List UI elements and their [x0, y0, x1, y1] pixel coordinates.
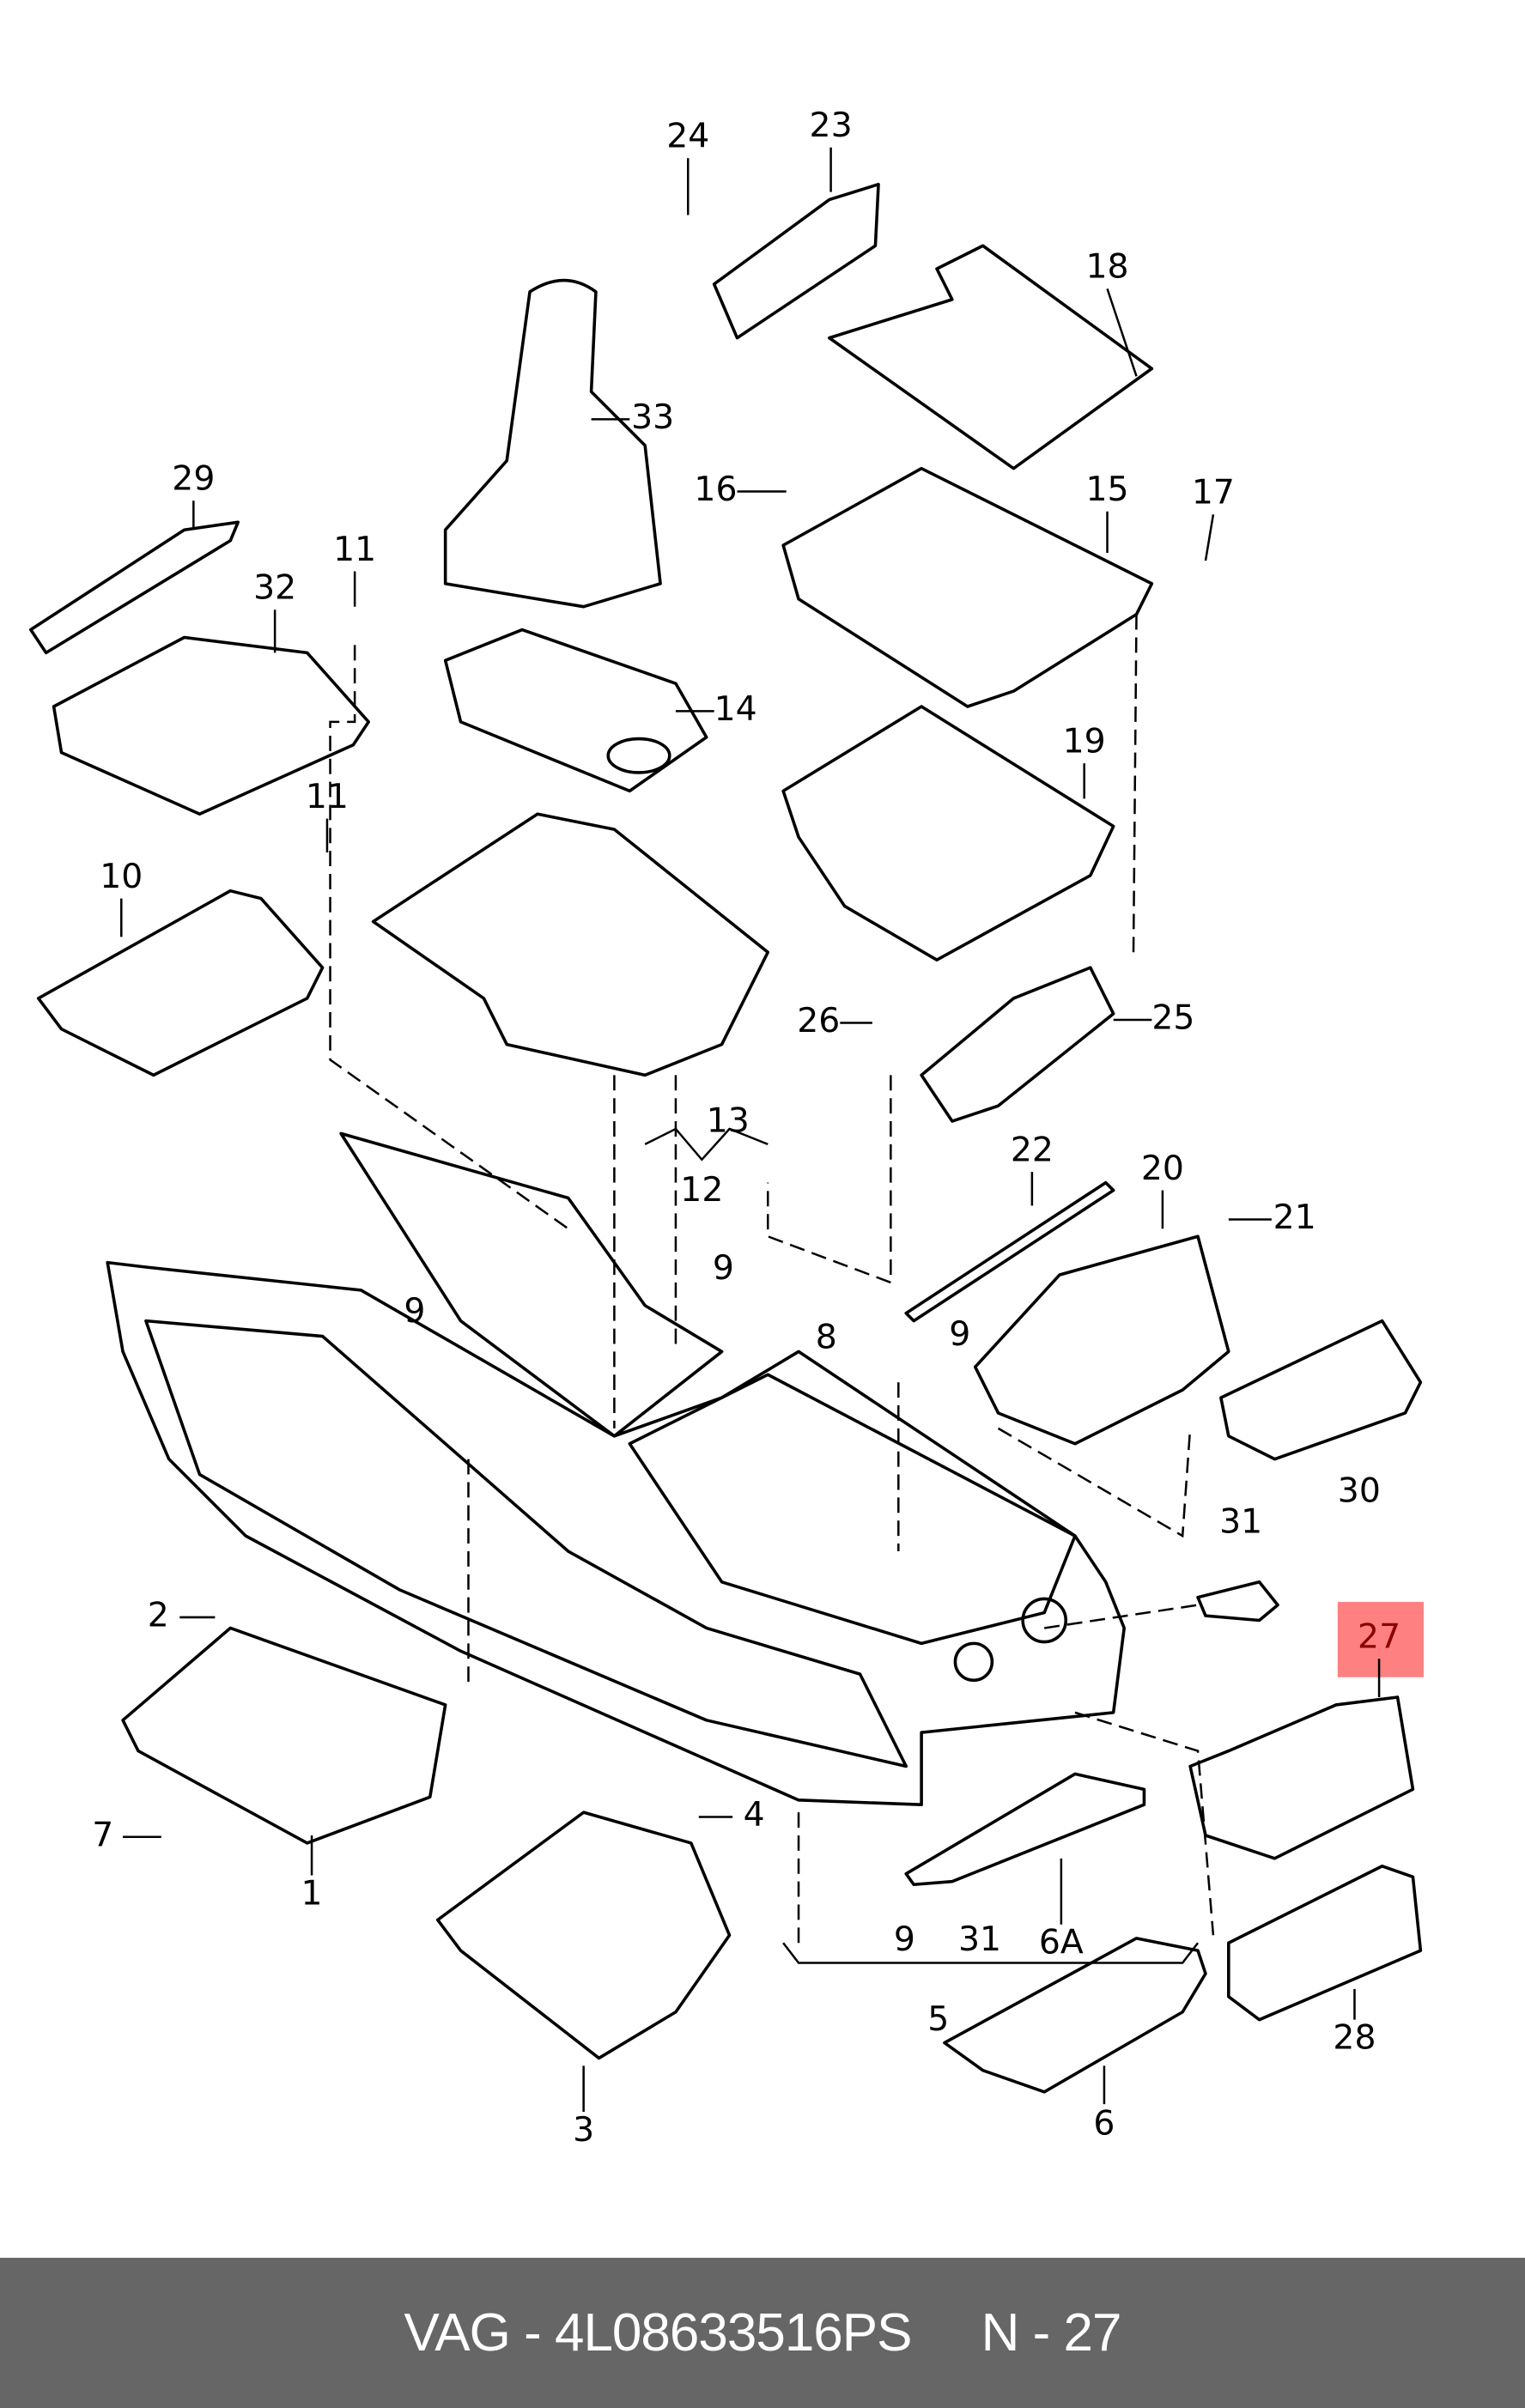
- tray-19: [781, 705, 1115, 961]
- bracket-1: [121, 1626, 447, 1845]
- footer-gap: [912, 2302, 981, 2363]
- callout-11: 11: [306, 777, 349, 816]
- callout-5: 5: [927, 1999, 949, 2039]
- callout-labels: 24 23 18 33 29 16 15 17 11 32 14 19 11 1…: [92, 106, 1400, 2150]
- callout-21: 21: [1273, 1198, 1316, 1237]
- callout-9: 9: [949, 1314, 970, 1354]
- callout-22: 22: [1011, 1130, 1054, 1169]
- callout-12: 12: [680, 1170, 723, 1210]
- callout-9: 9: [404, 1291, 425, 1331]
- highlight-box-27: [1337, 1602, 1424, 1677]
- callout-16: 16: [694, 470, 737, 509]
- callout-27: 27: [1358, 1616, 1400, 1656]
- bracket-3: [435, 1811, 732, 2060]
- callout-26: 26: [797, 1001, 840, 1040]
- callout-1: 1: [301, 1873, 323, 1913]
- callout-25: 25: [1151, 998, 1194, 1037]
- callout-32: 32: [253, 568, 296, 608]
- trim-6a: [904, 1772, 1146, 1887]
- shift-surround: [443, 628, 708, 793]
- callout-2: 2: [148, 1595, 169, 1635]
- footer-brand: VAG: [404, 2303, 511, 2363]
- callout-14: 14: [714, 689, 757, 729]
- callout-28: 28: [1333, 2017, 1376, 2057]
- panel-32: [52, 635, 371, 816]
- callout-9: 9: [713, 1248, 734, 1288]
- callout-33: 33: [631, 397, 674, 437]
- bracket-23: [712, 182, 880, 340]
- callout-3: 3: [573, 2110, 594, 2150]
- callout-6a: 6A: [1039, 1923, 1084, 1962]
- leader-lines: [120, 147, 1381, 2113]
- storage-10: [36, 889, 325, 1077]
- vent-30: [1219, 1319, 1423, 1461]
- parts-diagram: 24 23 18 33 29 16 15 17 11 32 14 19 11 1…: [28, 106, 1424, 2150]
- callout-10: 10: [100, 857, 143, 896]
- bracket-25: [920, 966, 1115, 1123]
- socket-31: [1196, 1580, 1279, 1623]
- callout-19: 19: [1063, 721, 1106, 761]
- tray-5-6: [943, 1937, 1207, 2094]
- panel-28: [1227, 1864, 1423, 2022]
- footer-part-number: 4L08633516PS: [554, 2303, 913, 2363]
- callout-13: 13: [707, 1101, 750, 1140]
- callout-8: 8: [816, 1318, 837, 1357]
- callout-7: 7: [92, 1815, 113, 1854]
- callout-30: 30: [1338, 1471, 1381, 1511]
- footer-bar: VAG - 4L08633516PS N - 27: [0, 2258, 1525, 2408]
- callout-23: 23: [810, 106, 853, 145]
- footer-position: N - 27: [981, 2303, 1122, 2363]
- gear-knob-boot: [443, 278, 662, 609]
- armrest-frame-15: [781, 466, 1154, 708]
- storage-27: [1188, 1695, 1415, 1860]
- callout-17: 17: [1192, 473, 1235, 513]
- ashtray-20: [973, 1234, 1230, 1446]
- callout-20: 20: [1141, 1149, 1184, 1188]
- footer-separator: -: [509, 2303, 555, 2363]
- callout-15: 15: [1085, 470, 1128, 509]
- callout-6: 6: [1093, 2104, 1115, 2144]
- trim-29: [28, 520, 240, 655]
- callout-9: 9: [894, 1920, 915, 1959]
- callout-29: 29: [172, 458, 215, 498]
- callout-24: 24: [666, 117, 709, 156]
- center-console: [106, 1260, 1126, 1806]
- part-shapes: [28, 182, 1423, 2094]
- callout-4: 4: [744, 1795, 765, 1835]
- callout-31: 31: [1219, 1501, 1262, 1541]
- console-trim: [371, 812, 770, 1077]
- cover-18: [828, 244, 1154, 470]
- callout-18: 18: [1085, 247, 1128, 287]
- callout-11: 11: [333, 530, 376, 569]
- trim-22: [904, 1180, 1115, 1323]
- callout-31: 31: [958, 1920, 1001, 1959]
